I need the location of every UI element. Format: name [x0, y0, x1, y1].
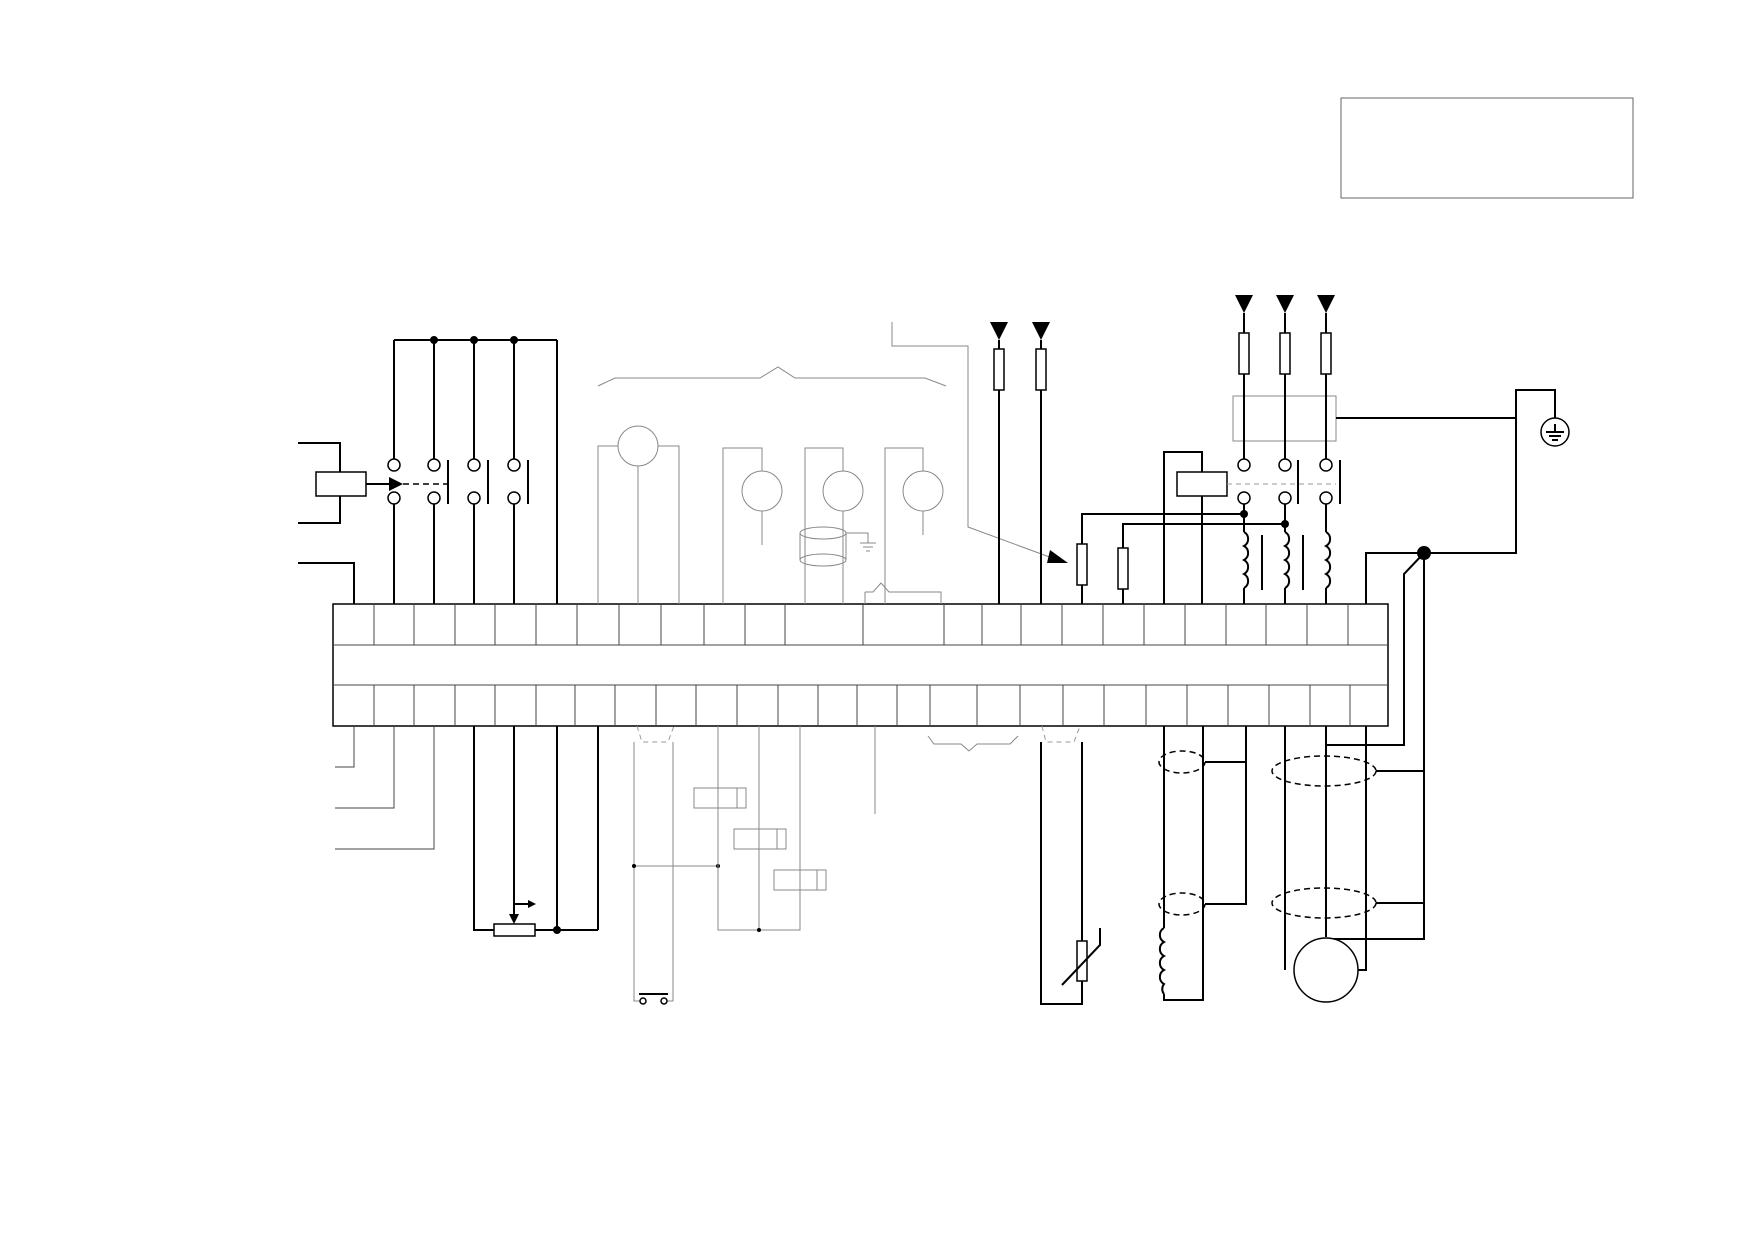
- arrow-terminal-icon: [1317, 295, 1335, 313]
- relay-coil-icon: [1176, 471, 1228, 497]
- meter-icon: [722, 447, 783, 604]
- arrow-terminal-icon: [1235, 295, 1253, 313]
- fuse-icon: [1032, 322, 1050, 604]
- relay-coil-icon: [315, 471, 367, 497]
- relay-coil-icon: [733, 828, 787, 850]
- terminal-strip: [332, 603, 1389, 727]
- contact-icon: [387, 340, 401, 604]
- inductor-icon: [1241, 514, 1263, 604]
- shielded-inductor-group: [1158, 726, 1247, 1001]
- ground-icon: [860, 542, 876, 552]
- inductor-icon: [1158, 927, 1167, 995]
- relay-coil-icon: [693, 787, 747, 809]
- inductor-icon: [1323, 504, 1332, 604]
- contact-icon: [467, 340, 489, 604]
- meter-group: [597, 366, 947, 604]
- relay-contact-group-left: [298, 336, 558, 604]
- motor-icon: [1293, 937, 1359, 1003]
- fuse-icon: [1276, 295, 1294, 459]
- inductor-icon: [1282, 524, 1304, 604]
- fuse-icon: [1235, 295, 1253, 459]
- meter-icon: [884, 447, 944, 604]
- shielded-cable-icon: [799, 526, 869, 604]
- push-button-loop: [632, 725, 720, 1005]
- fuse-group-center: [891, 322, 1068, 604]
- contact-icon: [427, 340, 449, 604]
- fuse-icon: [1117, 547, 1129, 590]
- terminal-strip-bottom-dividers: [373, 685, 1351, 726]
- arrow-terminal-icon: [990, 322, 1008, 340]
- brace: [927, 735, 1019, 752]
- fuse-icon: [1076, 543, 1088, 586]
- push-button-icon: [639, 993, 668, 1005]
- ground-icon: [1540, 417, 1570, 447]
- relay-contact-group-right: [1076, 295, 1570, 604]
- motor-group: [1271, 552, 1425, 1003]
- fuse-icon: [990, 322, 1008, 604]
- arrow-terminal-icon: [1032, 322, 1050, 340]
- fuse-icon: [1317, 295, 1335, 459]
- relay-coil-icon: [773, 869, 827, 891]
- lower-left-wires: [335, 726, 435, 850]
- arrow-terminal-icon: [1276, 295, 1294, 313]
- variable-resistor-loop: [1040, 725, 1101, 1005]
- potentiometer-loop: [473, 726, 599, 937]
- contact-icon: [507, 340, 529, 604]
- variable-resistor-icon: [1076, 940, 1088, 982]
- arrow-icon: [1047, 550, 1068, 563]
- meter-icon: [597, 425, 680, 604]
- potentiometer-icon: [493, 923, 536, 937]
- terminal-strip-top-dividers: [373, 604, 1349, 645]
- arrow-icon: [389, 477, 403, 491]
- title-block: [1340, 97, 1634, 199]
- meter-icon: [804, 447, 864, 604]
- relay-box-loop: [693, 726, 827, 932]
